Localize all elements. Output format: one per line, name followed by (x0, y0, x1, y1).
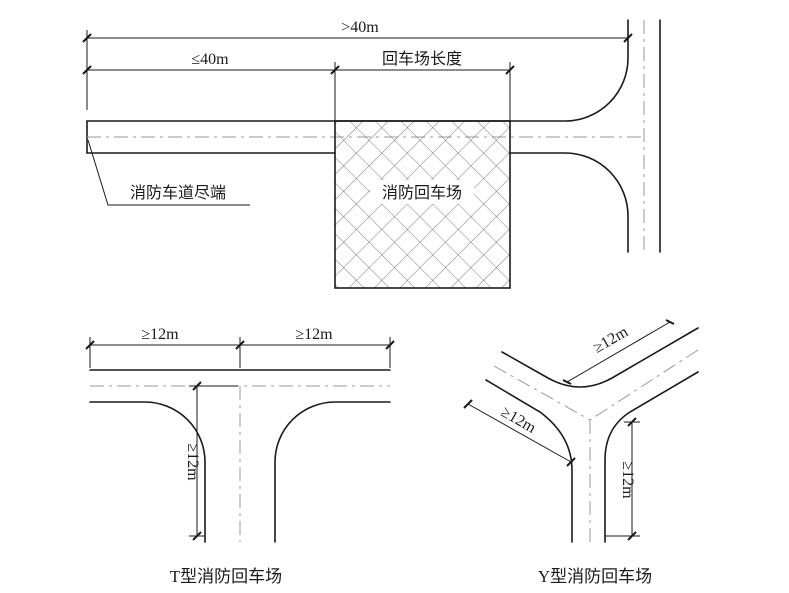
turnaround-label-bg (370, 180, 474, 204)
y-top-curve (501, 327, 699, 388)
y-right-curve (604, 371, 699, 543)
turnaround-hatch (334, 120, 511, 289)
y-left-curve (485, 379, 573, 543)
road-end-label: 消防车道尽端 (130, 184, 226, 202)
y-dim-vertical-label: ≥12m (619, 461, 636, 499)
t-type-diagram: ≥12m ≥12m ≥12m T型消防回车场 (85, 326, 395, 586)
y-dim-upper-label: ≥12m (590, 323, 631, 357)
t-dim-vertical-label: ≥12m (184, 443, 201, 481)
t-caption: T型消防回车场 (170, 567, 282, 586)
t-right-curve (274, 401, 391, 543)
top-diagram: 消防回车场 >40m ≤40m 回车场长度 消防车道尽端 (82, 19, 661, 289)
y-dim-left (467, 403, 572, 463)
road-bottom-edge (86, 152, 629, 253)
y-dim-upper (566, 321, 671, 383)
turnaround-label: 消防回车场 (382, 184, 462, 202)
dim-total-label: >40m (341, 19, 379, 36)
t-dim-left-label: ≥12m (141, 326, 179, 343)
dim-max-label: ≤40m (191, 51, 229, 68)
y-type-diagram: ≥12m ≥12m ≥12m Y型消防回车场 (463, 319, 699, 586)
y-left-centerline (493, 365, 591, 421)
y-right-centerline (589, 349, 699, 421)
road-top-edge (86, 19, 629, 122)
t-left-curve (89, 401, 206, 543)
y-caption: Y型消防回车场 (538, 567, 652, 586)
t-dim-right-label: ≥12m (295, 326, 333, 343)
road-end-leader (87, 139, 250, 206)
dim-turnaround-length-label: 回车场长度 (382, 50, 462, 68)
